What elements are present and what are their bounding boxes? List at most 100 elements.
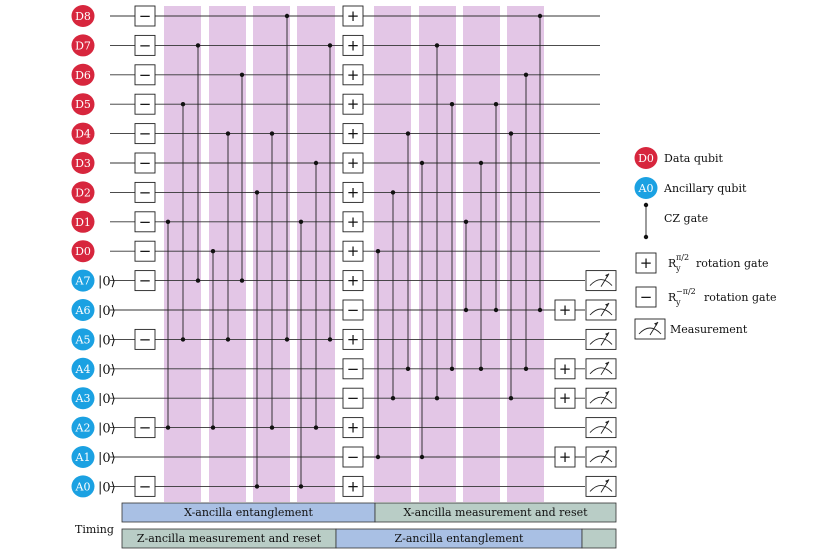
- qubit-label-A4: A4|0⟩: [71, 357, 116, 380]
- gate-symbol: +: [559, 301, 572, 319]
- qubit-name: A1: [75, 451, 91, 464]
- gate-symbol: +: [347, 95, 360, 113]
- gate-box: [554, 299, 576, 321]
- init-state: |0⟩: [98, 480, 116, 495]
- ancilla-qubit-badge: [71, 416, 95, 439]
- meter-arc: [589, 396, 613, 404]
- meter-arrow: [605, 391, 609, 395]
- plus-gate-D6: +: [342, 64, 364, 86]
- cz-dot: [180, 337, 186, 342]
- gate-box: [342, 64, 364, 86]
- qubit-name: D4: [75, 128, 91, 141]
- meter-box: [585, 299, 617, 321]
- gate-box: [342, 181, 364, 203]
- gate-symbol: +: [347, 154, 360, 172]
- meter-box: [585, 328, 617, 350]
- plus-gate-D5: +: [342, 93, 364, 115]
- gate-box: [134, 417, 156, 439]
- qubit-label-D2: D2: [71, 181, 95, 204]
- gate-symbol: +: [559, 448, 572, 466]
- meter-arrow: [605, 479, 609, 484]
- meter-arc: [589, 484, 613, 492]
- qubit-label-D0: D0: [71, 240, 95, 263]
- measurement-A6: [585, 299, 617, 321]
- cz-dot: [523, 72, 529, 78]
- legend-text: Ancillary qubit: [663, 182, 747, 195]
- legend-item-cz: CZ gate: [643, 202, 708, 240]
- meter-arc: [589, 337, 613, 345]
- gate-symbol: −: [139, 36, 152, 54]
- meter-box: [585, 358, 617, 380]
- gate-symbol: −: [139, 213, 152, 231]
- meter-box: [634, 318, 666, 340]
- plus-gate-D8: +: [342, 5, 364, 27]
- qubit-label-D8: D8: [71, 5, 95, 27]
- ancilla-qubit-badge: [71, 328, 95, 351]
- gate-box: [342, 387, 364, 409]
- plus-gate-A3: +: [554, 387, 576, 409]
- timing-row2-segment-2: Z-ancilla entanglement: [335, 528, 583, 549]
- gate-box: [342, 358, 364, 380]
- minus-gate-D8: −: [134, 5, 156, 27]
- cz-dot: [313, 160, 319, 166]
- cz-dot: [523, 366, 529, 371]
- minus-gate-D5: −: [134, 93, 156, 115]
- highlight-band-5: [374, 6, 411, 502]
- cz-dot: [284, 13, 290, 19]
- qubit-name: D2: [75, 186, 91, 199]
- qubit-label-D4: D4: [71, 122, 95, 145]
- ancilla-qubit-badge: [71, 446, 95, 468]
- minus-gate-A0: −: [134, 475, 156, 497]
- legend-text: Data qubit: [664, 152, 724, 165]
- cz-dot: [537, 13, 543, 19]
- timing-bar-text: X-ancilla entanglement: [184, 506, 313, 519]
- gate-box: [134, 64, 156, 86]
- gate-box: [554, 387, 576, 409]
- data-qubit-badge: [71, 5, 95, 27]
- cz-dot: [390, 396, 396, 401]
- meter-arrow: [605, 273, 609, 278]
- minus-gate-A1: −: [342, 446, 364, 468]
- qubit-label-A3: A3|0⟩: [71, 387, 116, 410]
- gate-symbol: −: [139, 95, 152, 113]
- meter-arrow: [605, 332, 609, 337]
- qubit-label-D5: D5: [71, 93, 95, 116]
- timing-row2-segment-3: [581, 528, 617, 549]
- data-qubit-badge: [71, 181, 95, 204]
- data-qubit-badge: [634, 147, 658, 169]
- minus-gate-A4: −: [342, 358, 364, 380]
- gate-box: [342, 240, 364, 262]
- rotation-gate-sub: y: [675, 298, 681, 307]
- plus-gate-D2: +: [342, 181, 364, 203]
- plus-gate-A2: +: [342, 417, 364, 439]
- data-qubit-badge: [71, 210, 95, 233]
- legend-text: Measurement: [670, 323, 748, 336]
- legend-text: rotation gate: [704, 291, 777, 304]
- measurement-A3: [585, 387, 617, 409]
- gate-symbol: +: [347, 242, 360, 260]
- cz-dot: [508, 396, 514, 401]
- qubit-label-A2: A2|0⟩: [71, 416, 116, 439]
- gate-box: [134, 181, 156, 203]
- meter-arc: [589, 279, 613, 286]
- cz-dot: [195, 43, 201, 48]
- cz-dot: [327, 43, 333, 48]
- qubit-name: D6: [75, 69, 91, 82]
- gate-symbol: +: [347, 272, 360, 290]
- cz-dot: [298, 484, 304, 489]
- init-state: |0⟩: [98, 392, 116, 407]
- meter-box: [585, 270, 617, 292]
- minus-gate-D4: −: [134, 123, 156, 145]
- cz-dot: [210, 425, 216, 430]
- gate-box: [134, 5, 156, 27]
- meter-arrow: [654, 322, 658, 326]
- meter-box: [585, 387, 617, 409]
- ancilla-qubit-badge: [634, 177, 658, 199]
- gate-symbol: −: [139, 66, 152, 84]
- cz-dot: [313, 425, 319, 430]
- qubit-name: D8: [75, 10, 91, 23]
- qubit-label-A5: A5|0⟩: [71, 328, 116, 351]
- rotation-gate-sup: −π/2: [676, 287, 696, 296]
